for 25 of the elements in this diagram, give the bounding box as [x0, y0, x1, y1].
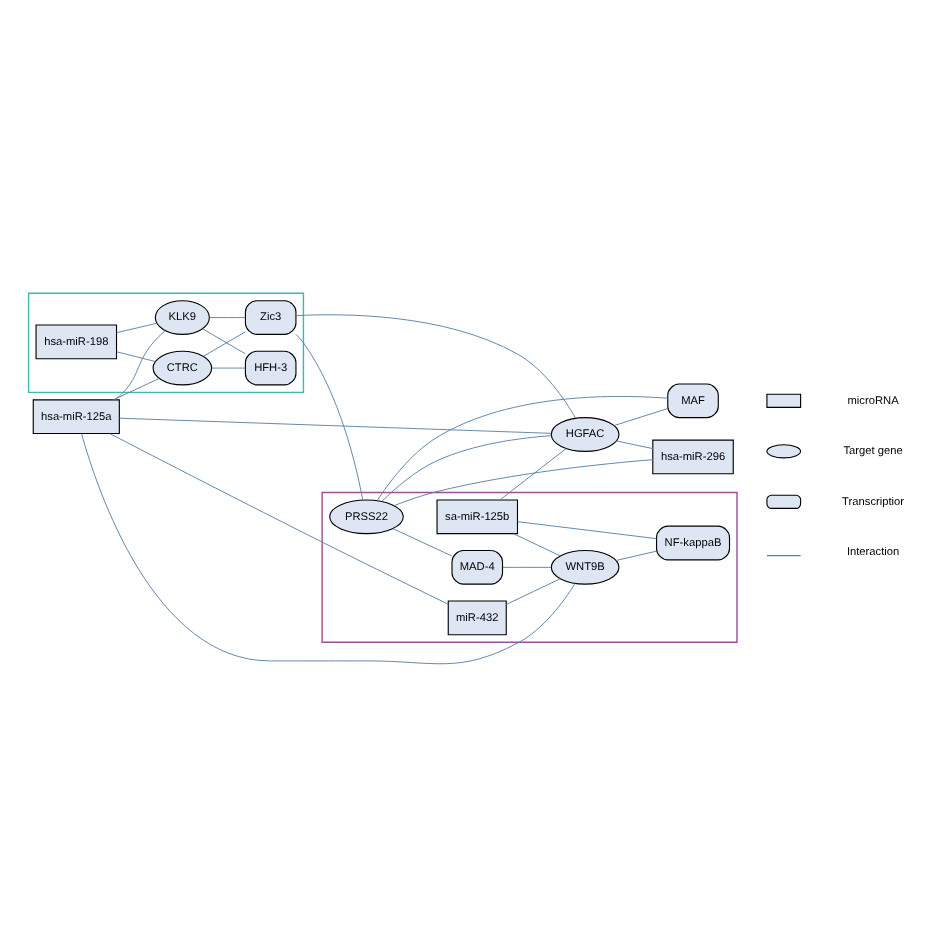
- connector: [517, 520, 657, 539]
- connector: [119, 416, 552, 433]
- connector: [114, 329, 166, 400]
- connector: [209, 316, 246, 318]
- connector: [615, 549, 657, 560]
- connector: [109, 432, 449, 604]
- connector: [393, 458, 654, 506]
- connector: [211, 366, 246, 368]
- connector: [116, 350, 156, 361]
- cluster: [27, 291, 305, 393]
- connector: [116, 321, 158, 333]
- connector: [381, 434, 552, 501]
- connector: [112, 377, 160, 400]
- connector: [613, 407, 668, 426]
- cluster: [321, 490, 738, 642]
- connector: [81, 432, 576, 664]
- connector: [505, 577, 561, 604]
- connector: [392, 527, 453, 556]
- connector: [295, 313, 577, 418]
- connector: [295, 332, 364, 500]
- connector: [376, 394, 668, 500]
- connector: [616, 439, 654, 449]
- connector: [499, 447, 567, 500]
- connector: [502, 565, 552, 567]
- connector: [513, 532, 561, 556]
